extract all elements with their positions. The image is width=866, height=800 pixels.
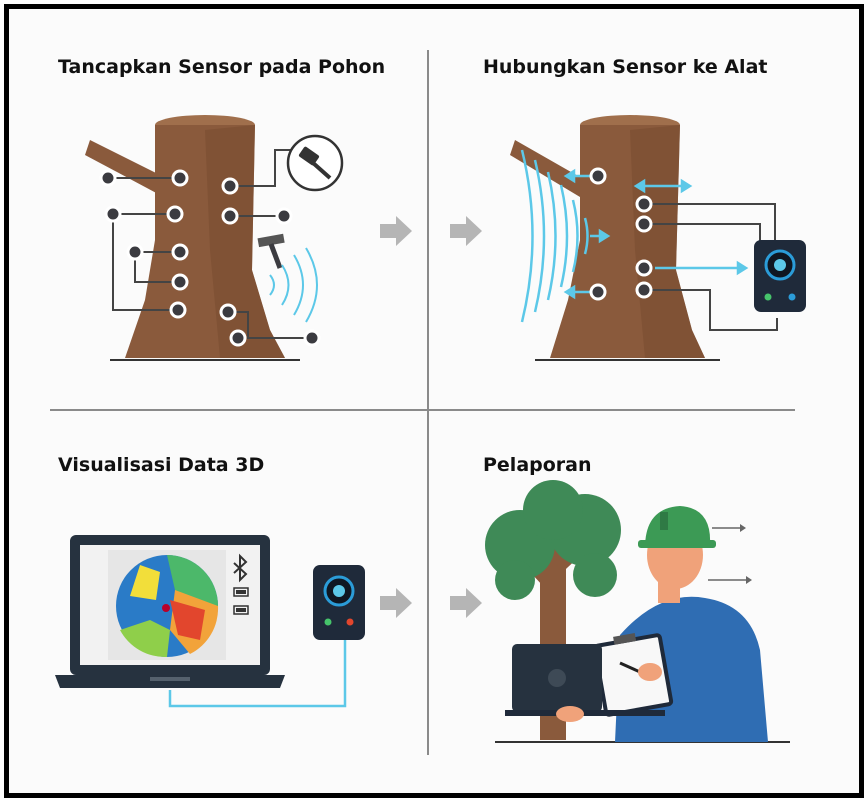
hammer-striking-icon [257,233,285,269]
signal-waves [520,149,589,323]
divider-horizontal [50,409,795,411]
device-icon [754,240,806,312]
divider-vertical [427,50,429,755]
battery-icon [233,587,249,615]
laptop-icon-2 [505,644,665,722]
device-wires [644,203,778,331]
tree-trunk-2 [510,115,720,361]
panel-title-reporting: Pelaporan [483,454,592,476]
right-arrow-icon [380,216,482,618]
tree-icon [485,480,621,740]
panel-title-connect-device: Hubungkan Sensor ke Alat [483,56,768,78]
vibration-waves [269,247,318,323]
panel-title-insert-sensor: Tancapkan Sensor pada Pohon [58,56,386,78]
panel-title-visualization: Visualisasi Data 3D [58,454,265,476]
device-icon-2 [313,565,365,640]
clipboard-icon [592,633,674,717]
sensor-nodes-2 [589,167,653,301]
worker-icon [615,506,768,742]
sensor-nodes [99,169,321,347]
bluetooth-icon [233,553,248,583]
usb-cable [168,640,347,708]
tomogram-heatmap [108,550,226,660]
hammer-icon [286,134,344,192]
signal-arrows [563,168,749,300]
